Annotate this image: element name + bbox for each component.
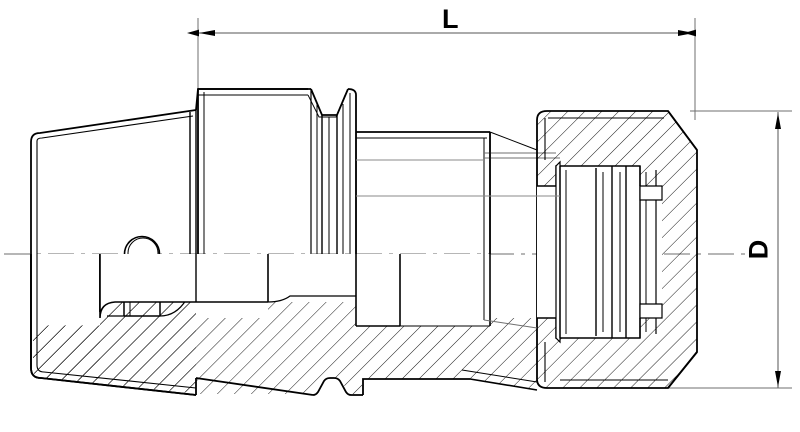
dimension-label-length: L	[442, 4, 459, 34]
cylindrical-body-upper	[355, 131, 491, 254]
collet-front-notch-top	[639, 185, 663, 201]
bore-cutout-3	[268, 254, 356, 302]
collet-body-lines	[559, 166, 657, 338]
hsk-taper-shank-upper	[30, 109, 197, 254]
dimension-label-diameter: D	[743, 239, 774, 260]
section-lower-fill	[33, 302, 537, 394]
flange-collar-upper	[195, 88, 311, 254]
collet-sleeve	[555, 160, 561, 344]
internal-reference-lines	[356, 159, 560, 197]
dimension-diameter-D	[660, 110, 792, 389]
bore-cutout-4	[356, 254, 400, 326]
hatch-left-flare	[33, 326, 100, 380]
collet-front-notch-bottom	[639, 303, 663, 319]
collet-nut	[536, 110, 698, 389]
bore-cutout-2	[196, 254, 268, 302]
arrow-left-L	[199, 30, 215, 36]
v-groove-upper	[307, 88, 357, 254]
taper-nose-upper	[489, 131, 538, 254]
collet-nut-bore	[537, 166, 662, 338]
arrow-top-D	[775, 113, 781, 129]
bore-cutout-5	[400, 254, 490, 326]
arrow-right-L	[678, 30, 694, 36]
lower-outline-strokes	[30, 254, 538, 396]
arrow-bottom-D	[775, 371, 781, 387]
lower-section-main	[33, 254, 537, 394]
